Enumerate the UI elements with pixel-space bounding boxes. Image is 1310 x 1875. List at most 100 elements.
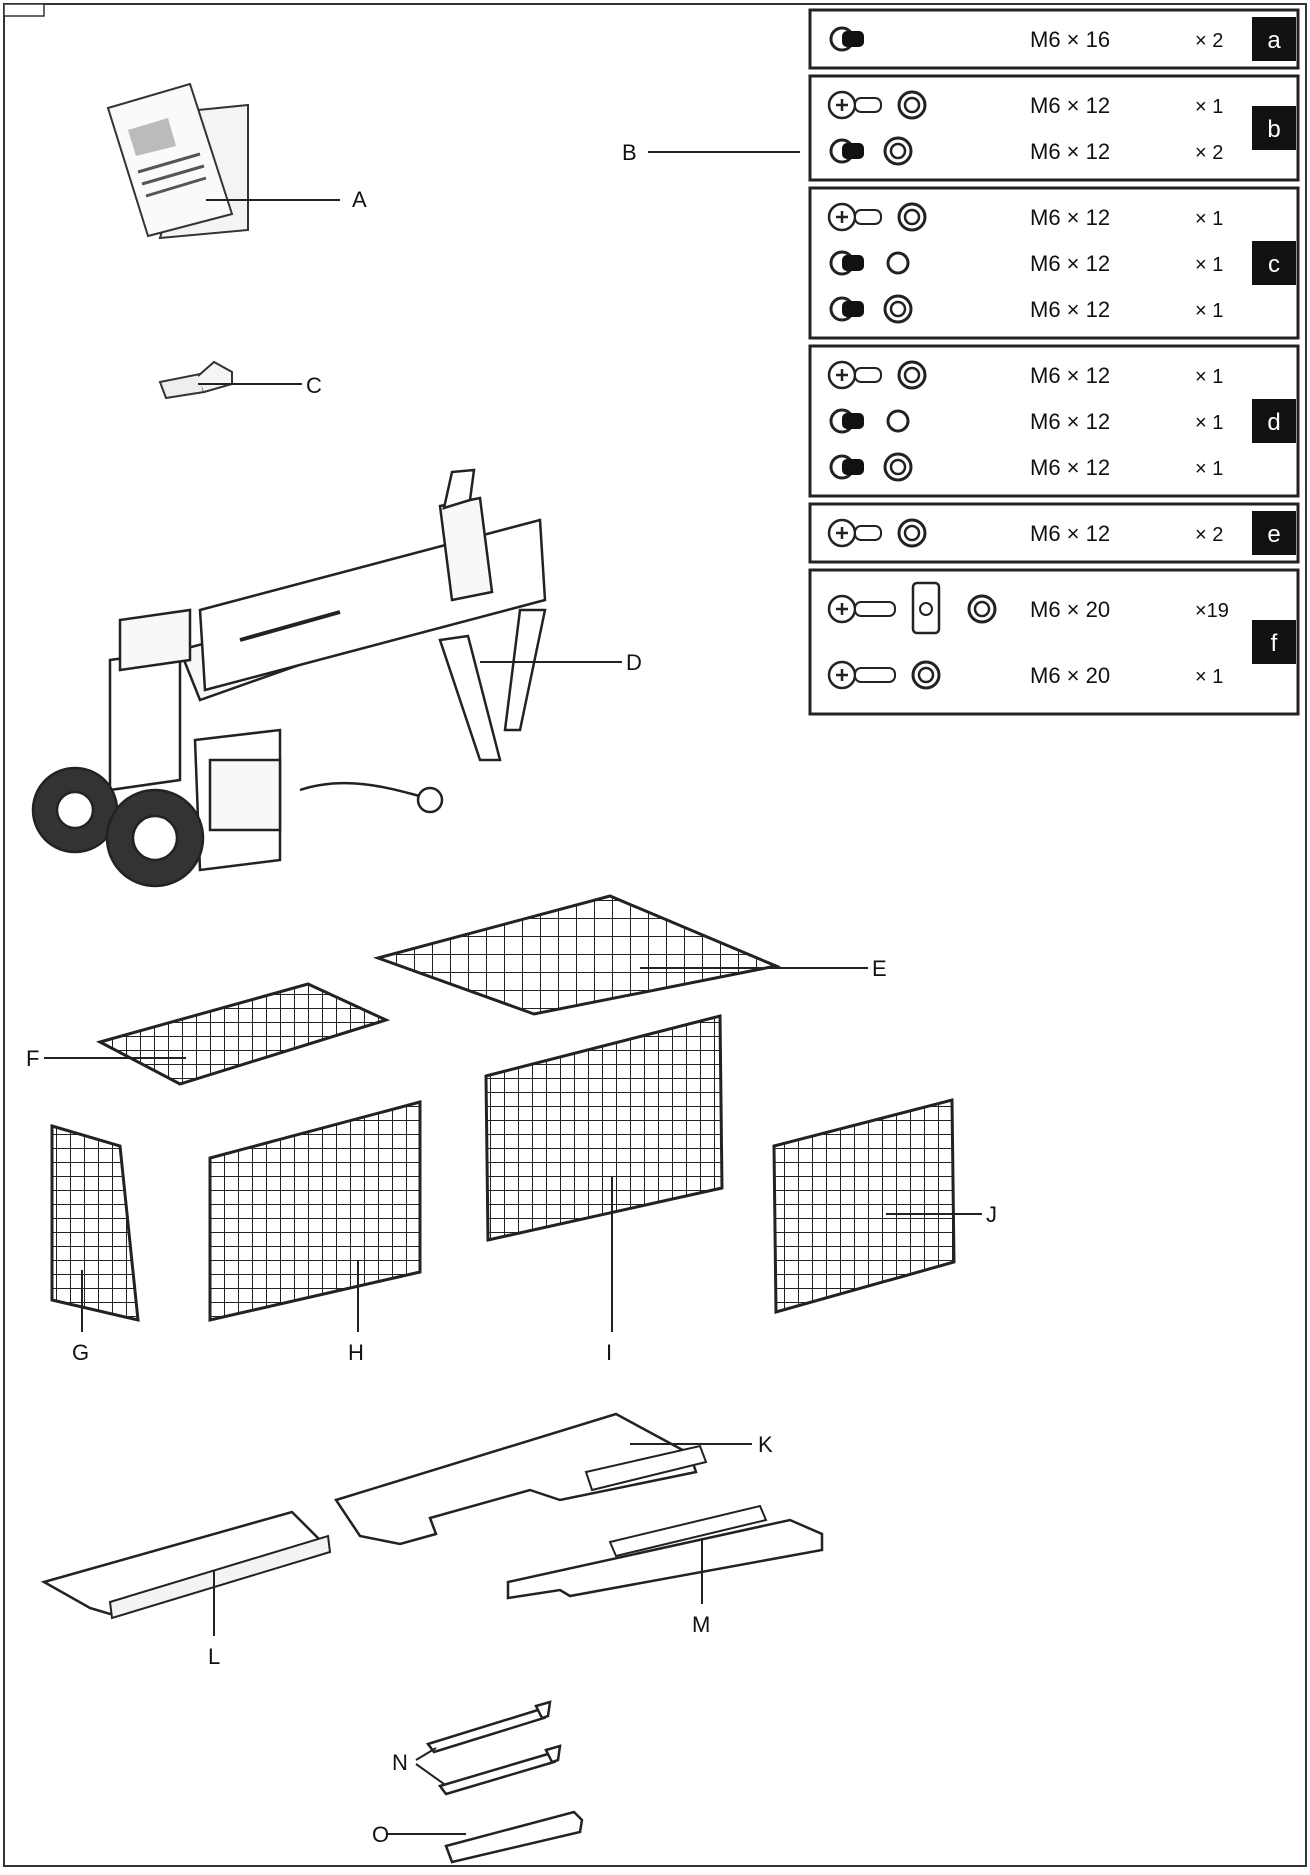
nut-fastener-icon	[883, 452, 913, 482]
nut-fastener-icon	[897, 518, 927, 548]
part-label-M: M	[692, 1612, 710, 1637]
part-label-G: G	[72, 1340, 89, 1365]
part-label-A: A	[352, 187, 367, 212]
part-label-O: O	[372, 1822, 389, 1847]
part-label-J: J	[986, 1202, 997, 1227]
part-label-C: C	[306, 373, 322, 398]
hardware-qty: × 2	[1195, 30, 1223, 52]
plate-M	[506, 1518, 824, 1600]
group-letter-c: c	[1268, 251, 1280, 278]
washer-fastener-icon	[886, 251, 910, 275]
mesh-panel-H	[208, 1100, 422, 1322]
nut-fastener-icon	[897, 202, 927, 232]
part-label-K: K	[758, 1432, 773, 1457]
hardware-spec: M6 × 20	[1030, 597, 1110, 622]
hardware-spec: M6 × 20	[1030, 663, 1110, 688]
pan-fastener-icon	[827, 90, 882, 120]
group-letter-d: d	[1267, 409, 1280, 436]
mesh-panel-G	[50, 1123, 140, 1322]
rails-N	[425, 1700, 562, 1796]
hardware-qty: × 2	[1195, 142, 1223, 164]
hardware-table: a M6 × 16 × 2 b M6 × 12 × 1 M6 × 12 × 2 c M6 × 12…	[808, 8, 1300, 716]
mesh-panel-E	[372, 894, 782, 1016]
hardware-spec: M6 × 12	[1030, 521, 1110, 546]
hardware-group-b: b M6 × 12 × 1 M6 × 12 × 2	[808, 74, 1300, 182]
hardware-group-a: a M6 × 16 × 2	[808, 8, 1300, 70]
nut-fastener-icon	[897, 360, 927, 390]
pan-fastener-icon	[827, 202, 882, 232]
hardware-spec: M6 × 12	[1030, 93, 1110, 118]
part-label-N: N	[392, 1750, 408, 1775]
group-badge-c	[1252, 241, 1296, 285]
page-frame	[3, 3, 1307, 1867]
hardware-group-c: cM6 × 12× 1M6 × 12× 1M6 × 12× 1	[808, 186, 1300, 340]
plate-K	[334, 1412, 698, 1546]
manual-illustration	[106, 82, 249, 240]
mesh-panel-I	[484, 1014, 724, 1242]
hardware-spec: M6 × 12	[1030, 297, 1110, 322]
group-badge-e	[1252, 511, 1296, 555]
corner-tab	[3, 3, 45, 17]
hardware-spec: M6 × 12	[1030, 409, 1110, 434]
hardware-qty: × 1	[1195, 458, 1223, 480]
hardware-spec: M6 × 12	[1030, 205, 1110, 230]
hardware-spec: M6 × 12	[1030, 363, 1110, 388]
hardware-qty: × 1	[1195, 208, 1223, 230]
group-badge-a	[1252, 17, 1296, 61]
hardware-box-f	[808, 568, 1300, 716]
socket-fastener-icon	[829, 250, 864, 276]
pan-fastener-icon	[827, 360, 882, 390]
group-letter-e: e	[1267, 521, 1280, 548]
longpan-fastener-icon	[827, 660, 896, 690]
log-splitter-illustration	[31, 468, 547, 888]
nut-fastener-icon	[967, 594, 997, 624]
pan-fastener-icon	[827, 518, 882, 548]
mesh-panel-J	[772, 1098, 956, 1314]
socket-fastener-icon	[829, 454, 864, 480]
hardware-qty: × 1	[1195, 96, 1223, 118]
hardware-spec: M6 × 12	[1030, 251, 1110, 276]
washer-fastener-icon	[886, 409, 910, 433]
hardware-group-d: dM6 × 12× 1M6 × 12× 1M6 × 12× 1	[808, 344, 1300, 498]
hardware-qty: × 1	[1195, 254, 1223, 276]
part-label-I: I	[606, 1340, 612, 1365]
part-label-H: H	[348, 1340, 364, 1365]
nut-fastener-icon	[883, 294, 913, 324]
group-badge-b	[1252, 106, 1296, 150]
bar-O	[444, 1810, 584, 1864]
part-label-L: L	[208, 1644, 220, 1669]
hardware-qty: × 2	[1195, 524, 1223, 546]
part-label-D: D	[626, 650, 642, 675]
hardware-qty: ×19	[1195, 600, 1229, 622]
group-letter-b: b	[1267, 116, 1280, 143]
nut-fastener-icon	[883, 136, 913, 166]
group-badge-f	[1252, 620, 1296, 664]
cage-fastener-icon	[911, 581, 941, 635]
hardware-group-e: e M6 × 12 × 2	[808, 502, 1300, 564]
hardware-spec: M6 × 16	[1030, 27, 1110, 52]
nut-fastener-icon	[897, 90, 927, 120]
hardware-qty: × 1	[1195, 666, 1223, 688]
socket-fastener-icon	[829, 26, 864, 52]
part-label-E: E	[872, 956, 887, 981]
leader-N-2	[415, 1763, 445, 1785]
hardware-box-e	[808, 502, 1300, 564]
socket-fastener-icon	[829, 408, 864, 434]
nut-fastener-icon	[911, 660, 941, 690]
socket-fastener-icon	[829, 138, 864, 164]
longpan-fastener-icon	[827, 594, 896, 624]
mesh-panel-F	[95, 982, 391, 1086]
hardware-spec: M6 × 12	[1030, 455, 1110, 480]
socket-fastener-icon	[829, 296, 864, 322]
group-badge-d	[1252, 399, 1296, 443]
hardware-qty: × 1	[1195, 366, 1223, 388]
group-letter-a: a	[1267, 27, 1281, 54]
hardware-spec: M6 × 12	[1030, 139, 1110, 164]
part-label-B: B	[622, 140, 637, 165]
bracket-C-illustration	[158, 360, 233, 400]
part-label-F: F	[26, 1046, 39, 1071]
hardware-box-a	[808, 8, 1300, 70]
